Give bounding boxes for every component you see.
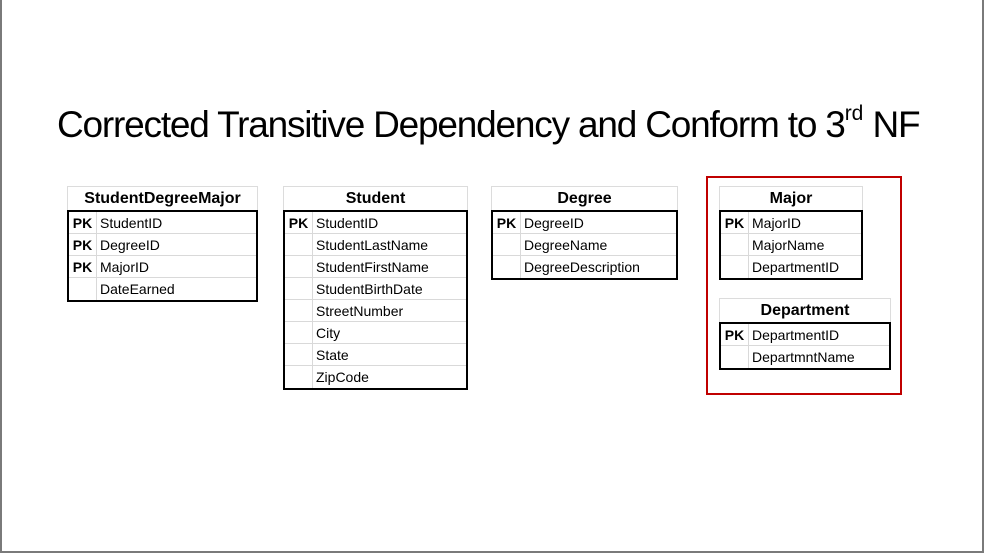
entity-row: City [285,322,466,344]
key-label [285,278,313,299]
entity-title: Student [283,186,468,210]
entity-row: DepartmntName [721,346,889,368]
key-label [721,234,749,255]
entity-title: Degree [491,186,678,210]
key-label [285,256,313,277]
attribute-name: MajorName [752,237,825,253]
key-label: PK [721,324,749,345]
entity-row: MajorName [721,234,861,256]
key-label [721,346,749,368]
entity-row: DepartmentID [721,256,861,278]
attribute-name: ZipCode [316,369,369,385]
entity-row: ZipCode [285,366,466,388]
key-label [285,234,313,255]
entity-row: DegreeName [493,234,676,256]
key-label [721,256,749,278]
key-label [493,256,521,278]
attribute-name: City [316,325,341,341]
attribute-name: DateEarned [100,281,175,297]
entity-title: Department [719,298,891,322]
slide-border-left [0,0,2,553]
attribute-name: DepartmentID [752,327,840,343]
title-suffix: NF [863,104,920,145]
attribute-name: StudentBirthDate [316,281,423,297]
attribute-name: StudentID [100,215,163,231]
entity-title: Major [719,186,863,210]
attribute-name: MajorID [752,215,802,231]
attribute-name: DepartmntName [752,349,855,365]
slide-border-bottom [0,551,984,553]
key-label [493,234,521,255]
key-label: PK [493,212,521,233]
attribute-name: DegreeDescription [524,259,640,275]
key-label: PK [721,212,749,233]
title-superscript: rd [844,101,864,125]
attribute-name: StudentID [316,215,379,231]
attribute-name: StudentLastName [316,237,429,253]
entity-row: StudentFirstName [285,256,466,278]
attribute-name: MajorID [100,259,150,275]
title-main: Corrected Transitive Dependency and Conf… [57,104,846,145]
attribute-name: DepartmentID [752,259,840,275]
attribute-name: StreetNumber [316,303,404,319]
entity-row: DegreeDescription [493,256,676,278]
attribute-name: DegreeName [524,237,608,253]
key-label: PK [285,212,313,233]
key-label: PK [69,234,97,255]
key-label [285,300,313,321]
entity-row: DateEarned [69,278,256,300]
entity-row: StudentBirthDate [285,278,466,300]
key-label [285,366,313,388]
entity-row: StudentLastName [285,234,466,256]
attribute-name: StudentFirstName [316,259,429,275]
attribute-name: DegreeID [100,237,160,253]
entity-row: State [285,344,466,366]
highlight-box [706,176,902,395]
entity-row: StreetNumber [285,300,466,322]
slide-border-right [982,0,984,553]
key-label: PK [69,212,97,233]
key-label [285,344,313,365]
attribute-name: DegreeID [524,215,584,231]
attribute-name: State [316,347,349,363]
key-label [69,278,97,300]
slide-title: Corrected Transitive Dependency and Conf… [57,101,921,146]
key-label: PK [69,256,97,277]
key-label [285,322,313,343]
entity-title: StudentDegreeMajor [67,186,258,210]
